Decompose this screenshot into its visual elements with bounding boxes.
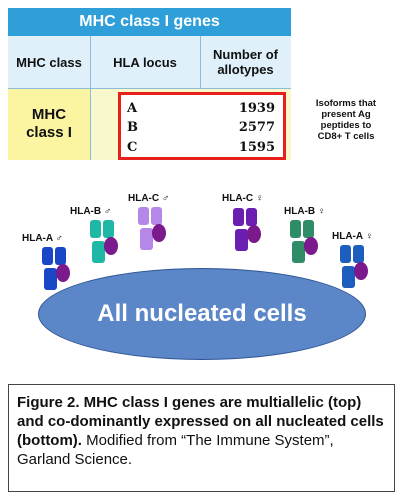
- label-hla-b-male: HLA-B ♂: [70, 206, 112, 217]
- allotypes-a: 1939: [238, 101, 275, 116]
- beta2-microglobulin: [247, 225, 261, 243]
- mhc-class-cell: MHC class I: [8, 88, 90, 160]
- table-row: A 1939: [121, 99, 283, 119]
- heavy-chain: [90, 220, 101, 238]
- heavy-chain: [44, 268, 57, 290]
- table-row: C 1595: [121, 138, 283, 158]
- note-line2: present Ag: [321, 109, 371, 120]
- beta2-microglobulin: [104, 237, 118, 255]
- heavy-chain: [342, 266, 355, 288]
- isoform-note: Isoforms that present Ag peptides to CD8…: [296, 98, 396, 142]
- heavy-chain: [92, 241, 105, 263]
- note-line1: Isoforms that: [315, 98, 377, 109]
- beta2-microglobulin: [304, 237, 318, 255]
- heavy-chain: [246, 208, 257, 226]
- heavy-chain: [151, 207, 162, 225]
- locus-c: C: [127, 140, 138, 155]
- figure-caption: Figure 2. MHC class I genes are multiall…: [8, 384, 395, 492]
- cell-label: All nucleated cells: [97, 300, 307, 327]
- label-hla-c-female: HLA-C ♀: [222, 193, 264, 204]
- mhc-class-i-table: MHC class I genes MHC class HLA locus Nu…: [8, 8, 291, 160]
- label-hla-a-female: HLA-A ♀: [332, 231, 374, 242]
- caption-bold: Figure 2. MHC class I genes are multiall…: [17, 394, 384, 449]
- label-hla-c-male: HLA-C ♂: [128, 193, 170, 204]
- allotypes-b: 2577: [238, 120, 275, 135]
- header-count-line1: Number of: [213, 47, 278, 62]
- caption-normal: Modified from “The Immune System”, Garla…: [17, 432, 334, 468]
- note-line3: peptides to: [320, 120, 372, 131]
- note-line4: CD8+ T cells: [317, 131, 375, 142]
- table-divider: [200, 36, 201, 88]
- nucleated-cell: [38, 268, 366, 360]
- heavy-chain: [42, 247, 53, 265]
- heavy-chain: [138, 207, 149, 225]
- heavy-chain: [140, 228, 153, 250]
- heavy-chain: [353, 245, 364, 263]
- table-divider: [90, 36, 91, 160]
- heavy-chain: [55, 247, 66, 265]
- heavy-chain: [233, 208, 244, 226]
- header-mhc-class: MHC class: [16, 54, 82, 70]
- beta2-microglobulin: [354, 262, 368, 280]
- locus-b: B: [127, 120, 138, 135]
- heavy-chain: [340, 245, 351, 263]
- allotypes-c: 1595: [238, 140, 275, 155]
- heavy-chain: [103, 220, 114, 238]
- heavy-chain: [303, 220, 314, 238]
- header-hla-locus: HLA locus: [113, 54, 177, 70]
- class-line2: class I: [26, 124, 72, 141]
- heavy-chain: [235, 229, 248, 251]
- beta2-microglobulin: [152, 224, 166, 242]
- class-line1: MHC: [31, 106, 67, 123]
- beta2-microglobulin: [56, 264, 70, 282]
- heavy-chain: [292, 241, 305, 263]
- table-row: B 2577: [121, 118, 283, 138]
- label-hla-b-female: HLA-B ♀: [284, 206, 326, 217]
- header-count-line2: allotypes: [217, 62, 274, 77]
- locus-a: A: [127, 101, 138, 116]
- table-title: MHC class I genes: [8, 8, 291, 36]
- table-divider: [8, 88, 291, 89]
- allele-highlight-box: A 1939 B 2577 C 1595: [118, 92, 286, 160]
- label-hla-a-male: HLA-A ♂: [22, 233, 64, 244]
- heavy-chain: [290, 220, 301, 238]
